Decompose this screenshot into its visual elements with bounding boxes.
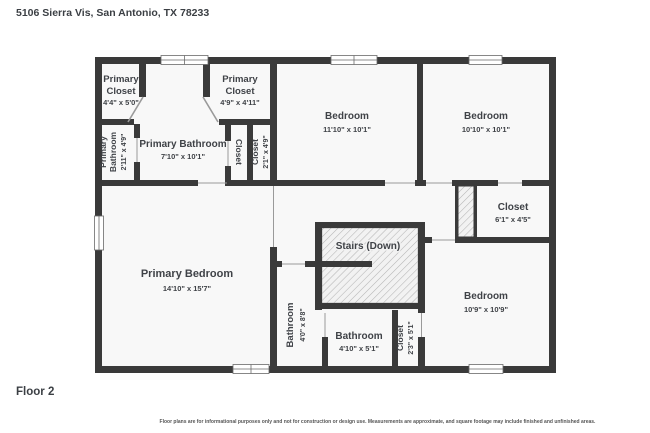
room-label-bedroom-1: Bedroom 11'10" x 10'1" <box>323 111 371 134</box>
room-name: Bathroom <box>285 303 296 348</box>
room-name: Closet <box>234 139 244 165</box>
room-label-closet-bottom: Closet 2'3" x 5'1" <box>395 321 415 354</box>
room-label-bedroom-3: Bedroom 10'9" x 10'9" <box>464 291 508 314</box>
room-label-closet-right: Closet 6'1" x 4'5" <box>495 202 531 224</box>
room-name: Primary <box>222 74 258 85</box>
room-dims: 4'0" x 8'8" <box>300 308 307 341</box>
room-dims: 4'4" x 5'0" <box>103 98 139 107</box>
disclaimer-text: Floor plans are for informational purpos… <box>159 419 596 425</box>
room-name: Stairs (Down) <box>336 241 400 252</box>
room-name: Primary Bathroom <box>139 139 226 150</box>
room-label-primary-closet-2: Primary Closet 4'9" x 4'11" <box>220 74 260 107</box>
room-label-bedroom-2: Bedroom 10'10" x 10'1" <box>462 111 511 134</box>
room-name: Bathroom <box>108 131 118 172</box>
address-title: 5106 Sierra Vis, San Antonio, TX 78233 <box>16 7 210 19</box>
room-label-stairs: Stairs (Down) <box>334 240 401 254</box>
room-labels: Primary Closet 4'4" x 5'0" Primary Close… <box>98 74 531 355</box>
door-openings <box>127 96 522 337</box>
window <box>232 364 270 374</box>
room-dims: 14'10" x 15'7" <box>163 284 212 293</box>
room-dims: 10'9" x 10'9" <box>464 305 508 314</box>
room-label-primary-bathroom: Primary Bathroom 7'10" x 10'1" <box>139 139 226 161</box>
room-dims: 4'10" x 5'1" <box>339 344 379 353</box>
room-dims: 2'1" x 4'9" <box>263 135 270 168</box>
floor-label: Floor 2 <box>16 386 55 398</box>
room-dims: 4'9" x 4'11" <box>220 98 260 107</box>
room-name: Bedroom <box>325 111 369 122</box>
closet-door-angled <box>202 96 219 123</box>
windows <box>94 55 504 374</box>
room-label-bathroom-long: Bathroom 4'0" x 8'8" <box>285 303 307 348</box>
room-dims: 7'10" x 10'1" <box>161 152 205 161</box>
window <box>160 55 209 65</box>
room-dims: 2'3" x 5'1" <box>408 321 415 354</box>
window <box>468 55 503 65</box>
closet-door-angled <box>127 96 144 123</box>
room-name: Closet <box>106 86 136 97</box>
room-name: Closet <box>498 202 529 213</box>
room-name: Closet <box>225 86 255 97</box>
chimney <box>455 183 477 240</box>
room-label-bathroom-small: Bathroom 4'10" x 5'1" <box>335 331 382 353</box>
room-label-primary-bathroom-small: Primary Bathroom 2'11" x 4'9" <box>98 131 128 172</box>
room-name: Bedroom <box>464 111 508 122</box>
window <box>468 364 504 374</box>
room-name: Bedroom <box>464 291 508 302</box>
window <box>330 55 378 65</box>
room-name: Bathroom <box>335 331 382 342</box>
room-name: Primary <box>103 74 139 85</box>
room-name: Closet <box>395 325 405 351</box>
room-label-hall-closet-a: Closet <box>234 139 244 165</box>
room-dims: 11'10" x 10'1" <box>323 125 371 134</box>
room-name: Primary Bedroom <box>141 268 234 280</box>
room-label-primary-closet-1: Primary Closet 4'4" x 5'0" <box>103 74 139 107</box>
room-label-hall-closet-b: Closet 2'1" x 4'9" <box>250 135 270 168</box>
room-name: Primary <box>98 136 108 168</box>
room-label-primary-bedroom: Primary Bedroom 14'10" x 15'7" <box>141 268 234 293</box>
room-name: Closet <box>250 139 260 165</box>
walls <box>95 57 556 373</box>
room-dims: 10'10" x 10'1" <box>462 125 511 134</box>
window <box>94 215 104 251</box>
room-dims: 2'11" x 4'9" <box>121 134 128 171</box>
room-dims: 6'1" x 4'5" <box>495 215 531 224</box>
